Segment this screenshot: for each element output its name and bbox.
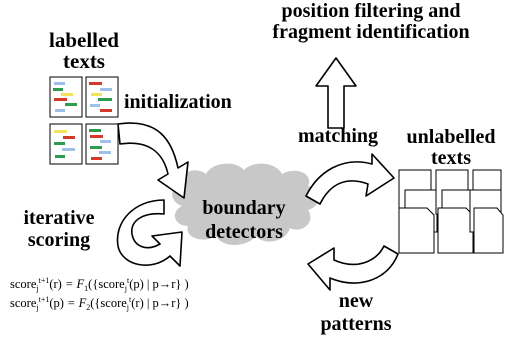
iterative-scoring-arrow — [116, 199, 183, 267]
initialization-arrow — [117, 122, 189, 199]
labelled-document — [49, 76, 83, 118]
labelled-texts-label-line2: texts — [63, 49, 105, 73]
scoring-formula-2: scorejt+1(p) = F2({scorejt(r) | p→r} ) — [10, 295, 189, 312]
boundary-detectors-cloud: boundary detectors — [172, 163, 319, 245]
unlabelled-document-stack — [435, 169, 475, 254]
unlabelled-document-stack — [398, 169, 438, 254]
unlabelled-texts-label-line2: texts — [431, 147, 471, 169]
boundary-detectors-label-line2: detectors — [205, 221, 283, 243]
position-filtering-arrow — [315, 57, 357, 129]
labelled-texts-label-line1: labelled — [49, 28, 119, 52]
new-patterns-arrow — [307, 245, 399, 291]
labelled-document — [85, 76, 119, 118]
scoring-formula-1: scorejt+1(r) = F1({scorejt(p) | p→r} ) — [10, 276, 189, 293]
new-patterns-label-line1: new — [339, 290, 374, 312]
position-filtering-label-line1: position filtering and — [282, 0, 461, 22]
boundary-detectors-label-line1: boundary — [202, 197, 285, 219]
matching-label: matching — [298, 125, 378, 147]
unlabelled-texts-label-line1: unlabelled — [407, 126, 496, 148]
svg-text:scorejt+1(r) = F1({scorejt(p): scorejt+1(r) = F1({scorejt(p) | p→r} ) — [10, 276, 189, 293]
unlabelled-document-stack — [469, 169, 504, 254]
unlabelled-documents — [398, 169, 504, 254]
iterative-scoring-label-line1: iterative — [23, 207, 94, 229]
new-patterns-label-line2: patterns — [320, 313, 391, 335]
position-filtering-label-line2: fragment identification — [272, 21, 469, 43]
labelled-documents — [49, 76, 119, 165]
iterative-scoring-label-line2: scoring — [28, 229, 90, 251]
svg-text:scorejt+1(p) = F2({scorejt(r): scorejt+1(p) = F2({scorejt(r) | p→r} ) — [10, 295, 189, 312]
labelled-document — [85, 123, 119, 165]
labelled-document — [49, 123, 83, 165]
matching-arrow — [305, 153, 395, 205]
initialization-label: initialization — [124, 91, 232, 113]
